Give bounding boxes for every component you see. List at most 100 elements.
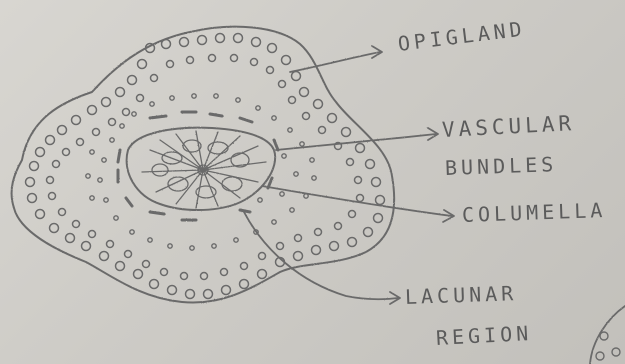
lacuna-dot bbox=[148, 238, 152, 242]
cell-circle bbox=[30, 162, 39, 171]
cell-circle bbox=[372, 178, 381, 187]
lacuna-dot bbox=[98, 178, 102, 182]
cell-circle bbox=[201, 273, 208, 280]
cell-circle bbox=[162, 40, 171, 49]
corner-cells bbox=[596, 332, 620, 360]
lacuna-dot bbox=[132, 112, 136, 116]
lacuna-dot bbox=[110, 138, 114, 142]
label-arrows bbox=[244, 46, 454, 304]
cell-circle bbox=[319, 127, 326, 134]
cell-circle bbox=[161, 269, 168, 276]
cell-circle bbox=[72, 116, 81, 125]
lacuna-dot bbox=[304, 194, 308, 198]
cell-circle bbox=[303, 113, 310, 120]
cell-circle bbox=[77, 139, 84, 146]
cell-circle bbox=[259, 253, 266, 260]
cell-circle bbox=[221, 269, 228, 276]
cell-circle bbox=[50, 224, 59, 233]
lacuna-dot bbox=[300, 142, 304, 146]
cell-circle bbox=[137, 95, 144, 102]
lacuna-dot bbox=[170, 96, 174, 100]
lacuna-dot bbox=[290, 208, 294, 212]
cell-circle bbox=[187, 57, 194, 64]
cell-circle bbox=[88, 106, 97, 115]
lacuna-dot bbox=[114, 216, 118, 220]
cell-circle bbox=[277, 243, 284, 250]
cell-circle bbox=[241, 263, 248, 270]
lacuna-dot bbox=[90, 196, 94, 200]
cell-circle bbox=[376, 196, 385, 205]
cell-circle bbox=[63, 149, 70, 156]
cell-circle bbox=[167, 61, 174, 68]
cell-circle bbox=[82, 242, 91, 251]
lacuna-dot bbox=[272, 220, 276, 224]
cell-circle bbox=[186, 290, 195, 299]
lacuna-dot bbox=[256, 106, 260, 110]
cell-circle bbox=[53, 161, 60, 168]
cell-circle bbox=[330, 242, 339, 251]
lacuna-dot bbox=[310, 158, 314, 162]
cell-circle bbox=[59, 209, 66, 216]
cell-circle bbox=[328, 114, 337, 123]
cell-circle bbox=[168, 286, 177, 295]
cell-circle bbox=[222, 286, 231, 295]
cell-circle bbox=[335, 223, 342, 230]
cell-circle bbox=[292, 72, 301, 81]
cell-circle bbox=[356, 144, 365, 153]
cell-circle bbox=[357, 195, 364, 202]
cell-circle bbox=[251, 59, 258, 66]
lacuna-dot bbox=[168, 244, 172, 248]
lacuna-dot bbox=[272, 116, 276, 120]
cell-circle bbox=[294, 252, 303, 261]
cell-circle bbox=[107, 241, 114, 248]
cell-circle bbox=[49, 193, 56, 200]
lacuna-dot bbox=[130, 230, 134, 234]
cell-circle bbox=[374, 214, 383, 223]
cell-circle bbox=[349, 211, 356, 218]
cell-circle bbox=[204, 290, 213, 299]
lacuna-dot bbox=[312, 176, 316, 180]
cell-circle bbox=[314, 100, 323, 109]
cell-circle bbox=[36, 210, 45, 219]
cell-circle bbox=[355, 177, 362, 184]
cell-circle bbox=[366, 160, 375, 169]
cell-circle bbox=[116, 262, 125, 271]
cell-circle bbox=[295, 235, 302, 242]
cell-circle bbox=[128, 76, 137, 85]
lacuna-dot bbox=[90, 150, 94, 154]
corner-cell bbox=[612, 348, 620, 356]
cell-circle bbox=[282, 56, 291, 65]
cell-circle bbox=[89, 231, 96, 238]
cell-circle bbox=[66, 234, 75, 243]
lacuna-dot bbox=[102, 158, 106, 162]
cell-circle bbox=[36, 148, 45, 157]
cell-circle bbox=[300, 88, 309, 97]
cell-circle bbox=[138, 60, 147, 69]
label-lacunar-line1: LACUNAR bbox=[405, 281, 518, 309]
lacuna-dot bbox=[212, 244, 216, 248]
lacuna-dot bbox=[190, 246, 194, 250]
cell-circle bbox=[93, 129, 100, 136]
label-columella: COLUMELLA bbox=[462, 198, 607, 227]
cell-circle bbox=[180, 38, 189, 47]
lacuna-dot bbox=[282, 154, 286, 158]
cell-circle bbox=[268, 44, 277, 53]
cell-circle bbox=[73, 221, 80, 228]
lacuna-dot bbox=[86, 174, 90, 178]
arrow-opigland bbox=[290, 52, 380, 72]
cell-circle bbox=[234, 34, 243, 43]
cell-circle bbox=[240, 280, 249, 289]
cell-circle bbox=[252, 38, 261, 47]
lacuna-dot bbox=[236, 98, 240, 102]
cell-circle bbox=[258, 270, 267, 279]
cell-circle bbox=[312, 246, 321, 255]
cell-circle bbox=[143, 261, 150, 268]
cell-circle bbox=[46, 136, 55, 145]
cell-circle bbox=[231, 55, 238, 62]
lacuna-dot bbox=[280, 192, 284, 196]
cell-circle bbox=[116, 88, 125, 97]
cell-circle bbox=[348, 238, 357, 247]
cell-circle bbox=[267, 67, 274, 74]
cell-circle bbox=[347, 159, 354, 166]
